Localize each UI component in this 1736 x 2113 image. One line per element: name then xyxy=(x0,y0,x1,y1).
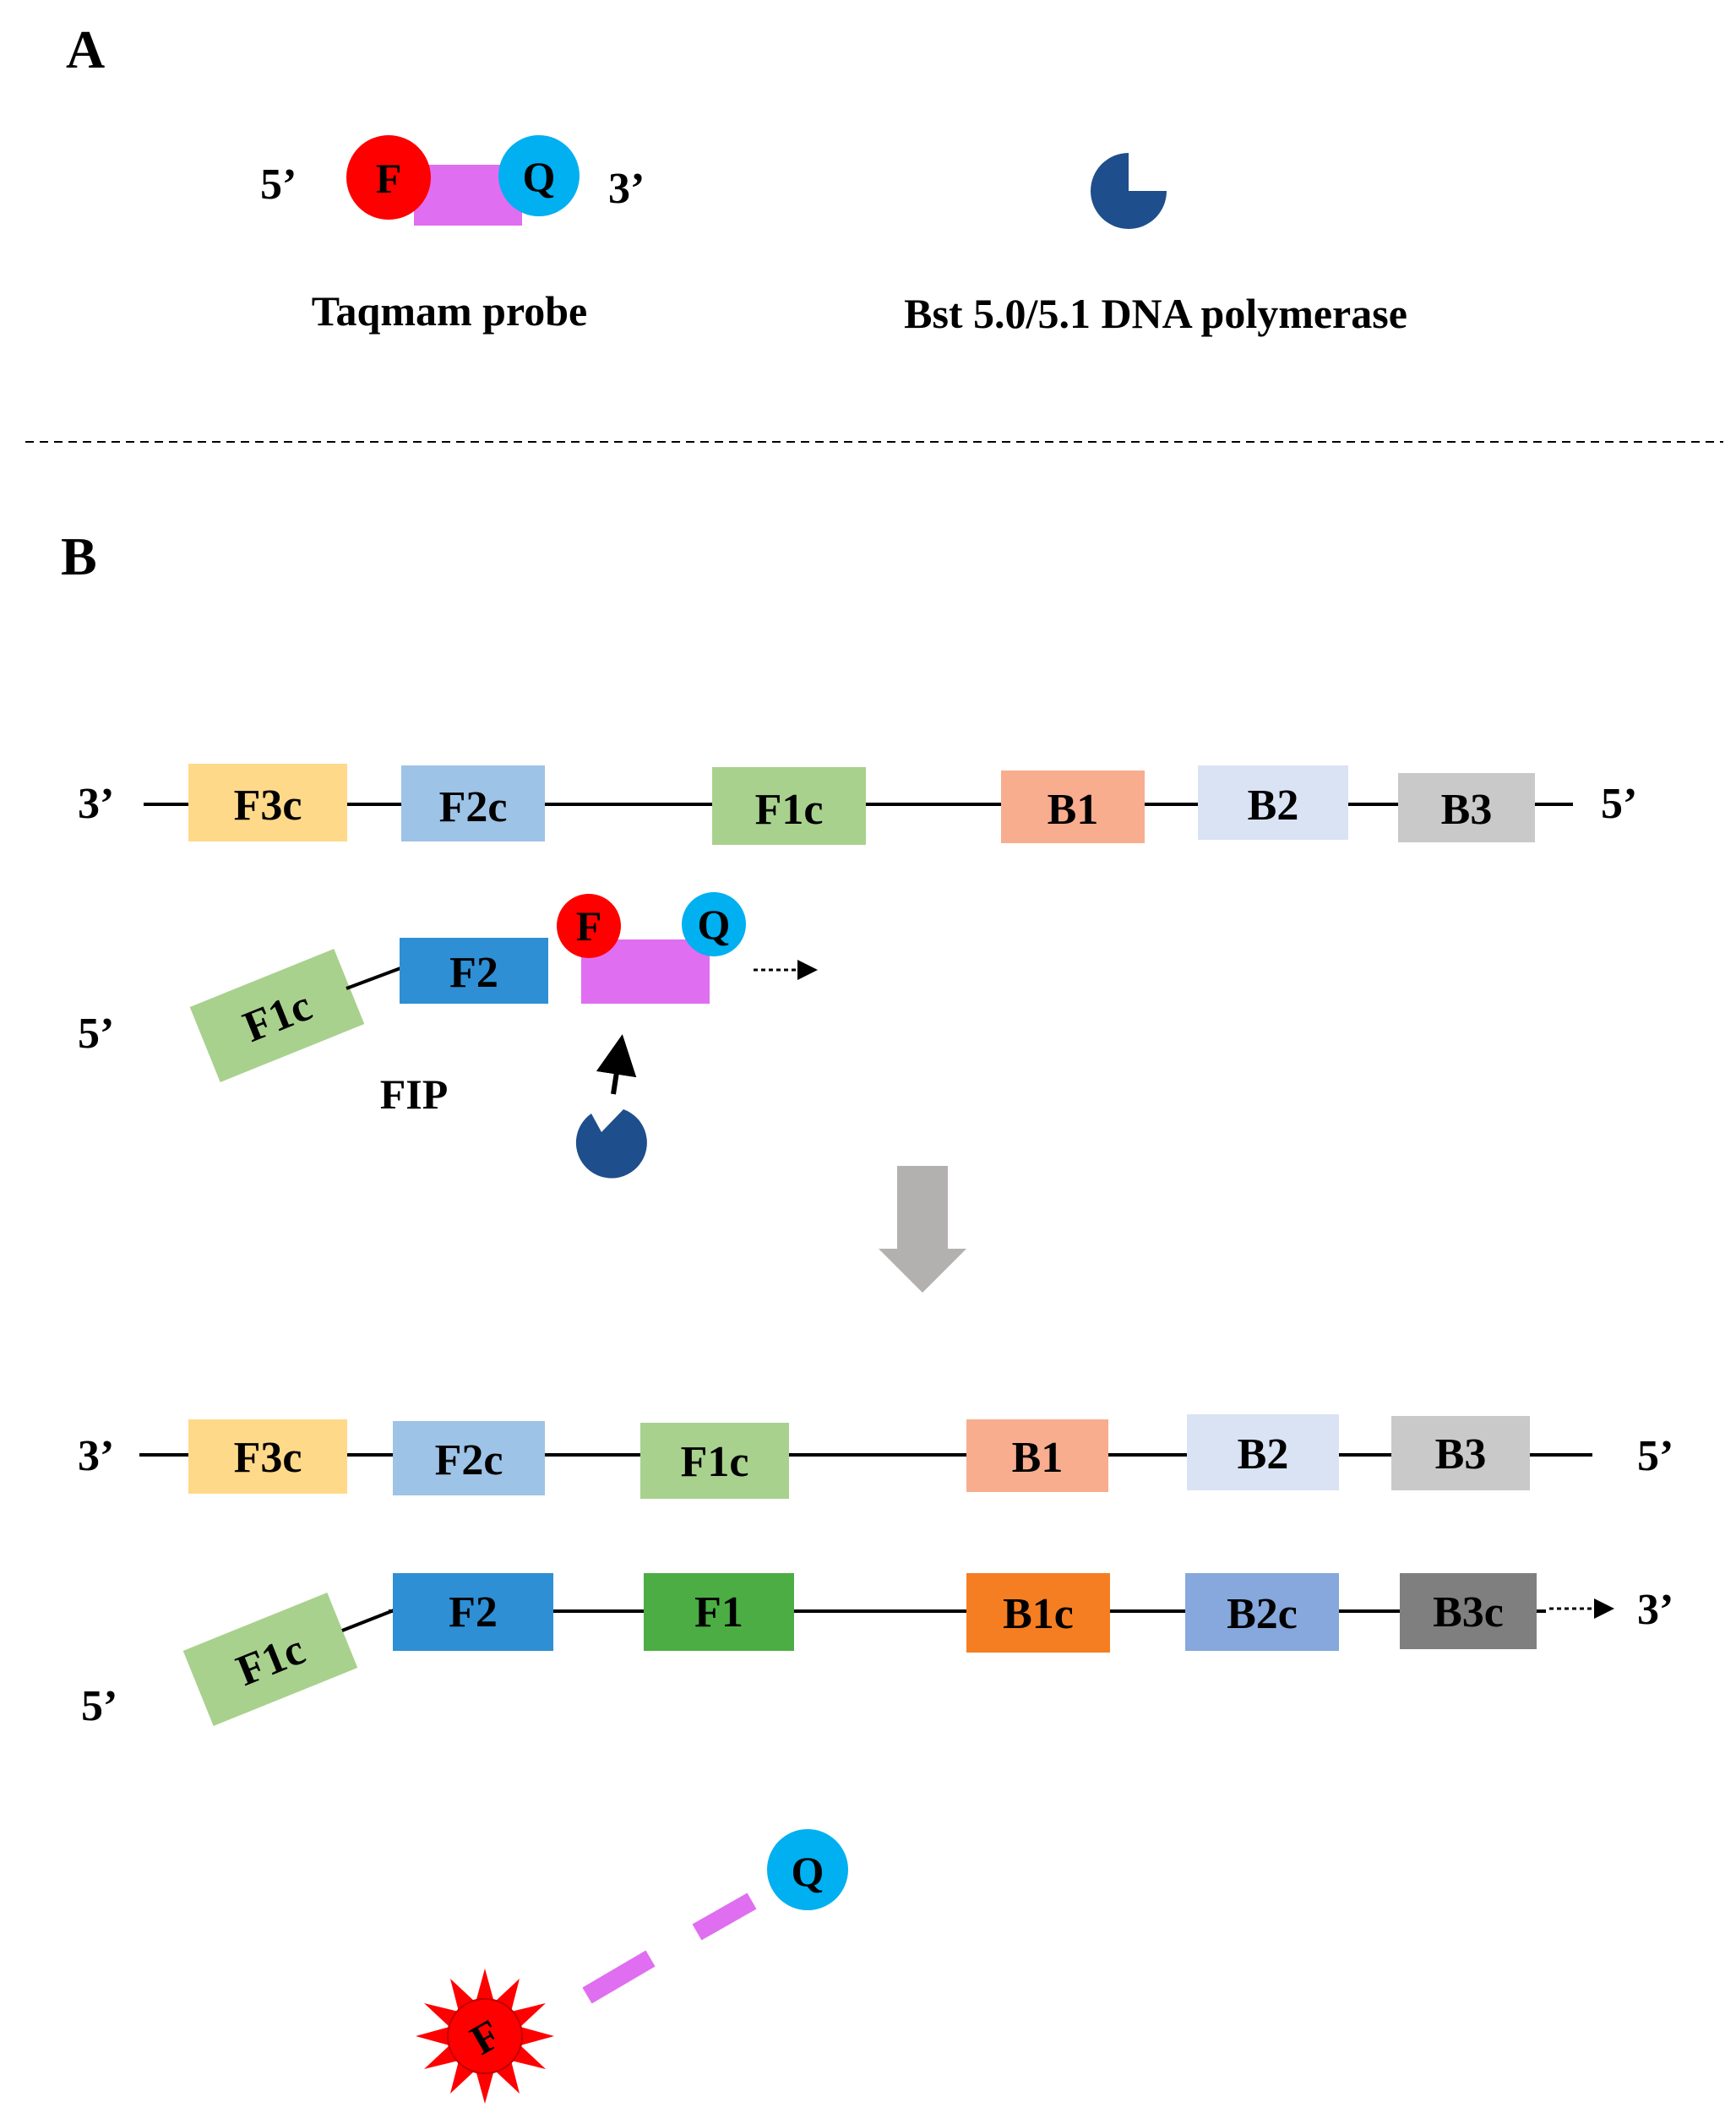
product-segment-B1c-label: B1c xyxy=(1003,1590,1074,1638)
probe-fragment-1 xyxy=(582,1950,656,2004)
segment-B3 xyxy=(1398,773,1535,842)
released-quencher-icon xyxy=(767,1829,848,1910)
product-3-prime-end: 3’ xyxy=(1637,1586,1673,1634)
product-segment-B3c xyxy=(1400,1573,1537,1649)
segment-B1 xyxy=(1001,771,1145,843)
template2-3-prime-end: 3’ xyxy=(78,1432,114,1480)
process-arrow xyxy=(879,1166,966,1293)
cleavage-arrow xyxy=(596,1034,637,1095)
segment2-F2c xyxy=(393,1421,545,1495)
quencher-label: Q xyxy=(523,153,556,200)
fluorophore-label: F xyxy=(376,155,402,202)
released-fluorophore-icon: F xyxy=(416,1969,554,2104)
probe-5-prime-end: 5’ xyxy=(260,161,297,209)
product-segment-F1 xyxy=(644,1573,794,1651)
product-segment-B2c-label: B2c xyxy=(1227,1590,1298,1638)
quencher-icon xyxy=(498,135,580,216)
probe-caption: Taqmam probe xyxy=(312,287,587,335)
product-tail-F1c xyxy=(182,1593,358,1726)
product-segment-F2 xyxy=(393,1573,553,1651)
panel-b-label: B xyxy=(61,526,97,586)
segment-B2-label: B2 xyxy=(1248,781,1299,830)
segment-F3c xyxy=(188,764,347,841)
cleaved-probe: Q F xyxy=(416,1829,848,2104)
panel-a-label: A xyxy=(66,19,105,79)
segment-F2c xyxy=(401,765,545,841)
polymerase-legend: Bst 5.0/5.1 DNA polymerase xyxy=(904,153,1407,337)
product-segment-F1-label: F1 xyxy=(694,1588,743,1636)
template2-5-prime-end: 5’ xyxy=(1637,1432,1673,1480)
primer-segment-F2 xyxy=(400,938,548,1004)
polymerase-icon-b xyxy=(575,1109,647,1179)
segment2-B2 xyxy=(1187,1414,1339,1490)
bound-quencher-label: Q xyxy=(698,901,731,948)
fip-primer: 5’ F1c F2 F Q FIP xyxy=(78,892,818,1118)
probe-3-prime-end: 3’ xyxy=(608,165,645,213)
segment-F2c-label: F2c xyxy=(439,783,508,831)
bound-fluorophore-icon xyxy=(557,894,621,958)
released-quencher-label: Q xyxy=(792,1848,824,1895)
segment-B3-label: B3 xyxy=(1441,786,1493,834)
segment-B1-label: B1 xyxy=(1048,786,1099,834)
step2-template-strand: 3’ F3c F2c F1c B1 B2 B3 5’ xyxy=(78,1414,1673,1499)
segment2-F3c xyxy=(188,1419,347,1494)
segment2-B3-label: B3 xyxy=(1435,1430,1487,1479)
taqman-probe: 5’ F Q 3’ Taqmam probe xyxy=(260,135,645,335)
segment-F1c-label: F1c xyxy=(755,786,824,834)
template-5-prime-end: 5’ xyxy=(1601,780,1637,828)
segment2-F1c-label: F1c xyxy=(681,1438,749,1486)
bound-fluorophore-label: F xyxy=(576,902,602,950)
bound-quencher-icon xyxy=(682,892,746,956)
primer-segment-F2-label: F2 xyxy=(449,949,498,997)
segment2-F3c-label: F3c xyxy=(234,1434,302,1482)
primer-tail-F1c xyxy=(189,949,365,1082)
fip-label: FIP xyxy=(380,1070,449,1118)
segment-F1c xyxy=(712,767,866,845)
product-segment-F2-label: F2 xyxy=(449,1588,498,1636)
segment2-B1 xyxy=(966,1419,1108,1492)
segment-F3c-label: F3c xyxy=(234,781,302,830)
product-segment-B3c-label: B3c xyxy=(1433,1588,1504,1636)
polymerase-icon xyxy=(1091,153,1167,229)
segment2-F2c-label: F2c xyxy=(435,1436,503,1484)
product-segment-B2c xyxy=(1185,1573,1339,1651)
step1-template-strand: 3’ F3c F2c F1c B1 B2 B3 5’ xyxy=(78,764,1637,845)
segment2-B3 xyxy=(1391,1416,1530,1490)
primer-5-prime-end: 5’ xyxy=(78,1010,114,1058)
product-segment-B1c xyxy=(966,1573,1110,1653)
fluorophore-icon xyxy=(346,135,431,220)
polymerase-attack xyxy=(575,1034,647,1179)
probe-fragment-2 xyxy=(692,1892,757,1941)
step2-product-strand: 5’ F1c F2 F1 B1c B2c B3c 3’ xyxy=(81,1573,1673,1730)
template-3-prime-end: 3’ xyxy=(78,780,114,828)
product-5-prime-end: 5’ xyxy=(81,1682,117,1730)
segment-B2 xyxy=(1198,765,1348,840)
segment2-F1c xyxy=(640,1423,789,1499)
polymerase-caption: Bst 5.0/5.1 DNA polymerase xyxy=(904,290,1407,337)
segment2-B1-label: B1 xyxy=(1012,1434,1064,1482)
segment2-B2-label: B2 xyxy=(1238,1430,1289,1479)
